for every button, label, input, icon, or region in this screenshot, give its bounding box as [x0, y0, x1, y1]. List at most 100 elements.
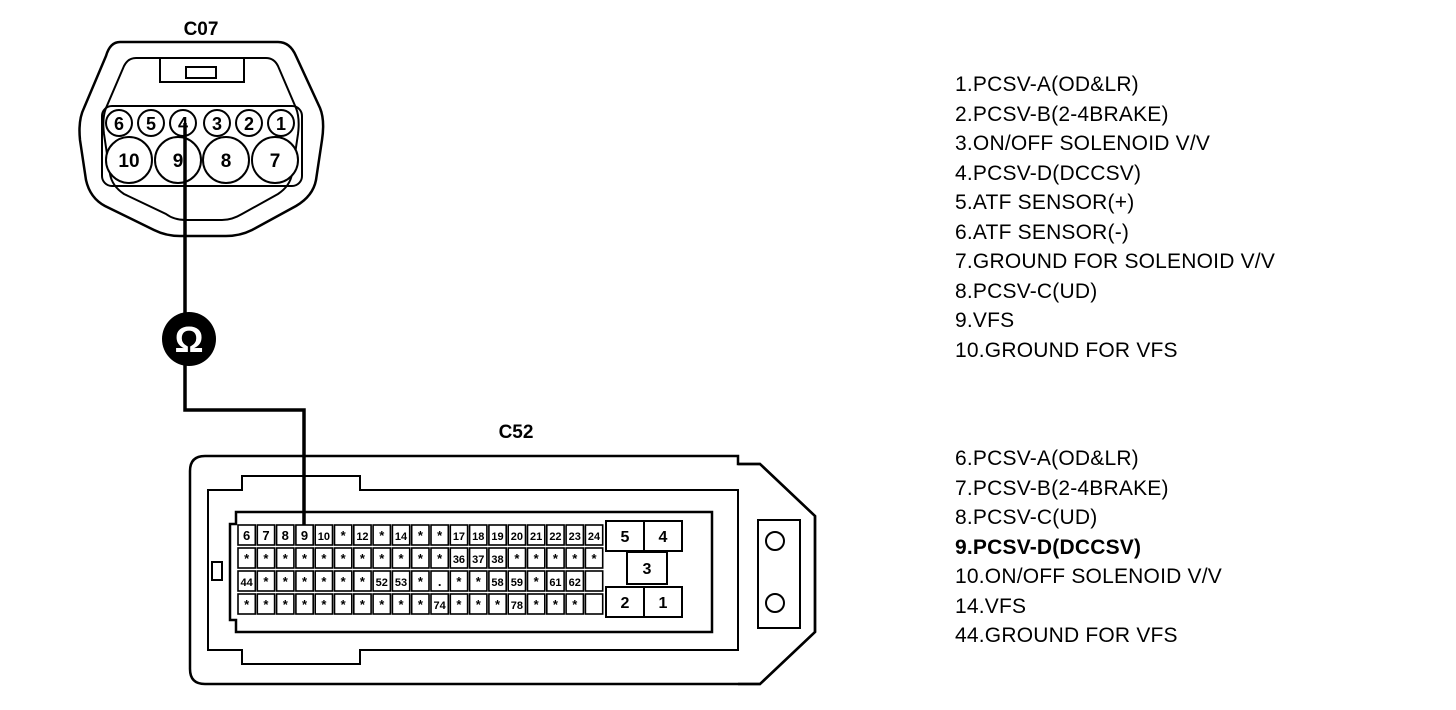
- c52-pin-cell: *: [430, 547, 450, 569]
- c52-pin-label: *: [341, 528, 347, 543]
- c52-pin-cell: *: [314, 593, 334, 615]
- c07-pin-label: 7: [270, 151, 281, 172]
- c07-inner-housing: [102, 57, 300, 221]
- c52-pin-cell: *: [391, 593, 411, 615]
- c52-pin-cell: *: [352, 570, 372, 592]
- c52-pin-cell: 37: [468, 547, 488, 569]
- c52-pin-cell: *: [410, 593, 430, 615]
- c52-pin-label: *: [592, 551, 598, 566]
- legend-item: 5.ATF SENSOR(+): [955, 191, 1135, 214]
- c52-pin-cell: *: [430, 524, 450, 546]
- c52-pin-cell: *: [468, 593, 488, 615]
- c07-label: C07: [184, 19, 219, 40]
- c52-pin-label: 7: [262, 528, 269, 543]
- c52-pin-label: 23: [569, 531, 581, 543]
- c52-pin-label: 2: [621, 595, 630, 612]
- c52-pin-cell: 36: [449, 547, 469, 569]
- c52-pin-cell: *: [449, 570, 469, 592]
- c52-pin-label: *: [399, 597, 405, 612]
- c52-pin-cell: *: [507, 547, 527, 569]
- c52-pin-cell: *: [333, 547, 353, 569]
- legend-item: 1.PCSV-A(OD&LR): [955, 73, 1139, 96]
- c52-pin-cell: *: [295, 547, 314, 569]
- c52-pin-cell: *: [275, 570, 295, 592]
- c52-pin-label: .: [438, 574, 442, 589]
- c07-pin-7: 7: [251, 136, 299, 184]
- c52-pin-label: *: [572, 551, 578, 566]
- c52-pin-cell: *: [584, 547, 604, 569]
- c52-pin-label: *: [476, 597, 482, 612]
- c52-pin-label: 38: [491, 554, 503, 566]
- c52-pin-cell: *: [526, 593, 546, 615]
- c52-pin-cell: 17: [449, 524, 469, 546]
- c52-pin-label: *: [399, 551, 405, 566]
- c52-pin-label: *: [437, 551, 443, 566]
- c52-pin-label: *: [437, 528, 443, 543]
- c52-pin-cell: *: [333, 593, 353, 615]
- c52-pin-label: 17: [453, 531, 465, 543]
- legend-item: 2.PCSV-B(2-4BRAKE): [955, 102, 1169, 126]
- c52-pin-label: 74: [434, 600, 447, 612]
- legend-item: 8.PCSV-C(UD): [955, 279, 1098, 303]
- c52-pin-cell: *: [372, 524, 392, 546]
- c52-pin-cell: 9: [295, 524, 314, 546]
- c52-pin-label: 37: [472, 554, 484, 566]
- c52-pin-label: 20: [511, 531, 523, 543]
- c52-pin-label: *: [321, 574, 327, 589]
- c52-mount-tab: [757, 519, 801, 629]
- c52-pin-label: *: [456, 574, 462, 589]
- c52-pin-label: *: [302, 597, 308, 612]
- c52-pin-cell: *: [526, 547, 546, 569]
- c52-pin-label: *: [341, 551, 347, 566]
- c52-pin-label: 24: [588, 531, 601, 543]
- c52-pin-cell: 18: [468, 524, 488, 546]
- c52-pin-label: 18: [472, 531, 484, 543]
- c07-pin-label: 8: [221, 151, 232, 172]
- c52-pin-cell: *: [314, 570, 334, 592]
- c52-pin-label: 10: [318, 531, 330, 543]
- c52-pin-label: *: [553, 551, 559, 566]
- c52-pin-label: 1: [659, 595, 668, 612]
- c52-pin-label: *: [514, 551, 520, 566]
- c07-latch-slot: [185, 66, 217, 79]
- c52-pin-label: *: [360, 574, 366, 589]
- c52-pin-label: *: [263, 597, 269, 612]
- c52-pin-cell: *: [275, 593, 295, 615]
- c52-pin-cell: *: [333, 570, 353, 592]
- c52-pin-field: [228, 510, 714, 634]
- c52-pin-label: *: [360, 597, 366, 612]
- c52-pin-cell: 8: [275, 524, 295, 546]
- c52-pin-cell: 44: [237, 570, 257, 592]
- c52-pin-label: *: [321, 551, 327, 566]
- c52-pin-label: *: [534, 574, 540, 589]
- c52-pin-cell: *: [256, 593, 276, 615]
- c52-pin-label: 22: [549, 531, 561, 543]
- c52-mount-hole-bottom: [765, 593, 785, 613]
- c52-pin-cell: *: [352, 593, 372, 615]
- c52-pin-cell: *: [410, 524, 430, 546]
- c52-pin-label: 52: [376, 577, 388, 589]
- legend-item: 6.PCSV-A(OD&LR): [955, 447, 1139, 470]
- c52-mount-hole-top: [765, 531, 785, 551]
- c52-inner-housing: [207, 475, 739, 665]
- c52-pin-label: *: [379, 551, 385, 566]
- c52-pin-label: *: [302, 574, 308, 589]
- legend-item: 44.GROUND FOR VFS: [955, 624, 1178, 647]
- c52-pin-label: *: [553, 597, 559, 612]
- c52-pin-label: 8: [282, 528, 289, 543]
- c52-pin-label: 61: [549, 577, 561, 589]
- c07-pin-label: 4: [178, 114, 188, 134]
- c52-pin-cell: 59: [507, 570, 527, 592]
- c52-pin-label: 62: [569, 577, 581, 589]
- c52-pin-cell: 61: [545, 570, 565, 592]
- c52-pin-label: *: [379, 528, 385, 543]
- c52-pin-cell: *: [410, 547, 430, 569]
- c52-pin-cell: *: [237, 547, 257, 569]
- c52-pin-label: *: [360, 551, 366, 566]
- c52-pin-label: *: [418, 551, 424, 566]
- c52-pin-cell: 78: [507, 593, 527, 615]
- c52-pin-2: 2: [605, 586, 645, 618]
- c52-pin-label: *: [456, 597, 462, 612]
- c52-pin-cell: *: [295, 570, 314, 592]
